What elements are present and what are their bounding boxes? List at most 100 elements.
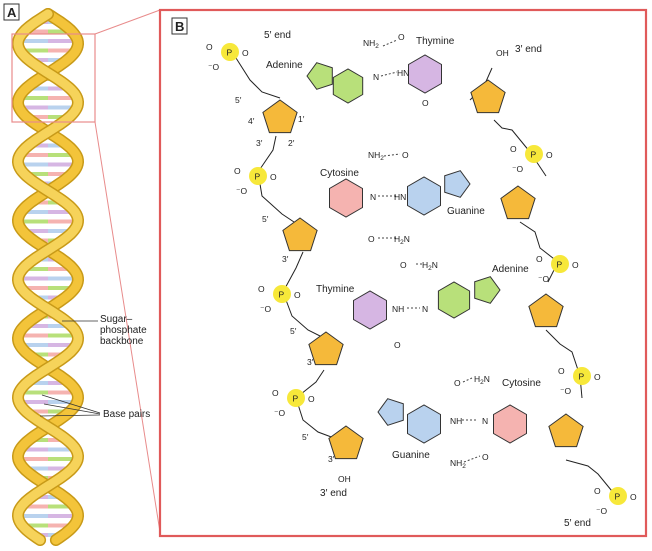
base-pair-rung-left <box>24 48 48 53</box>
backbone-label: Sugar– phosphate backbone <box>62 314 147 347</box>
atom-nh-g2: NH <box>450 416 462 426</box>
phosphate-1-oxygen-bridge: O <box>242 48 249 58</box>
base-label-cytosine-1: Cytosine <box>320 168 359 179</box>
base-pair-rung-right <box>48 343 73 347</box>
base-pair-rung-left <box>29 86 48 91</box>
carbon-3-prime: 3′ <box>256 138 263 148</box>
phosphate-2-symbol: P <box>255 172 261 182</box>
base-pair-rung-left <box>27 466 48 471</box>
phosphate-8-circle <box>609 487 627 505</box>
panel-a-label: A <box>7 5 17 20</box>
base-atom-labels: NH2 O N HN O NH2 O N HN O H2N O H2N NH N… <box>363 32 490 470</box>
base-pair-rung-right <box>48 96 74 100</box>
carbon-1-prime: 1′ <box>298 114 305 124</box>
base-pair-rung-right <box>48 172 68 176</box>
phosphate-7-symbol: P <box>579 372 585 382</box>
phosphate-7-circle <box>573 367 591 385</box>
base-pair-rung-left <box>32 58 48 62</box>
atom-nh-t2: NH <box>392 304 404 314</box>
base-pairs-leader-2 <box>43 403 101 415</box>
cytosine-1-ring <box>329 178 363 218</box>
base-pair-rung-left <box>27 29 48 34</box>
atom-h2n-c2: H2N <box>474 374 490 386</box>
base-pair-rung-left <box>22 96 48 100</box>
phosphate-8: PO⁻OO <box>594 486 637 516</box>
phosphate-6-circle <box>551 255 569 273</box>
base-pair-rung-left <box>32 143 48 148</box>
deoxyribose-sugar-7 <box>328 425 364 460</box>
panel-b-frame <box>158 8 648 538</box>
atom-n-a2: N <box>422 304 428 314</box>
base-pair-rung-left <box>25 210 48 214</box>
cytosine-2-ring <box>493 404 527 444</box>
phosphate-3-circle <box>273 285 291 303</box>
helix-strand-back-fill <box>13 9 83 545</box>
base-pair-rung-right <box>48 286 71 290</box>
base-pairs-leader-1 <box>41 394 101 414</box>
phosphate-2-circle <box>249 167 267 185</box>
base-pair-rung-left <box>26 523 48 528</box>
panel-a-double-helix <box>11 8 85 546</box>
phosphate-1-oxygen-minus: ⁻O <box>208 62 219 72</box>
base-pair-rung-right <box>48 457 74 461</box>
base-pair-rung-left <box>22 219 48 224</box>
base-pair-rung-left <box>34 295 48 300</box>
atom-o-t2b: O <box>394 340 401 350</box>
base-pair-rung-right <box>48 39 74 43</box>
atom-h2n-a2: H2N <box>422 260 438 272</box>
phosphate-2-oxygen-minus: ⁻O <box>236 186 247 196</box>
base-pair-rung-left <box>23 153 48 157</box>
phosphate-4-circle <box>287 389 305 407</box>
base-pair-rung-left <box>23 343 48 347</box>
pos-3-prime-4: 3′ <box>328 454 335 464</box>
phosphate-6-oxygen-bridge: O <box>572 260 579 270</box>
base-pair-rung-right <box>48 352 64 357</box>
deoxyribose-sugar-3 <box>282 217 318 252</box>
phosphate-7: PO⁻OO <box>558 366 601 396</box>
nucleotide-bases <box>306 54 527 444</box>
strand-end-bottom-right: 5′ end <box>564 518 591 529</box>
backbone-label-line-3: backbone <box>100 336 144 347</box>
phosphate-3-oxygen-minus: ⁻O <box>260 304 271 314</box>
hydroxyl-bottom: OH <box>338 474 351 484</box>
base-pair-rung-right <box>48 143 64 148</box>
phosphate-1-circle <box>221 43 239 61</box>
phosphate-4-oxygen-minus: ⁻O <box>274 408 285 418</box>
pos-5-prime-4: 5′ <box>302 432 309 442</box>
guanine-1-ring-6 <box>407 176 441 216</box>
phosphate-5-oxygen-minus: ⁻O <box>512 164 523 174</box>
thymine-2-ring <box>353 290 387 330</box>
atom-o-t2: O <box>400 260 407 270</box>
base-pair-rung-left <box>25 504 48 509</box>
base-pair-rung-right <box>48 115 66 119</box>
deoxyribose-sugars <box>262 79 584 460</box>
phosphate-1-oxygen-double: O <box>206 42 213 52</box>
guanine-1-ring-5 <box>444 170 471 198</box>
carbon-4-prime: 4′ <box>248 116 255 126</box>
pos-5-prime-3: 5′ <box>290 326 297 336</box>
deoxyribose-sugar-8 <box>548 413 584 448</box>
phosphate-3: PO⁻OO <box>258 284 301 314</box>
atom-o-t1b: O <box>422 98 429 108</box>
zoom-region-box <box>11 33 96 123</box>
base-pair-rung-right <box>48 523 70 528</box>
atom-o-c2: O <box>482 452 489 462</box>
phosphate-6-symbol: P <box>557 260 563 270</box>
adenine-1-ring-5 <box>306 62 333 90</box>
adenine-1-ring-6 <box>332 68 364 104</box>
phosphate-7-oxygen-minus: ⁻O <box>560 386 571 396</box>
base-pairs-leader-3 <box>39 414 101 417</box>
atom-h2n-g1: H2N <box>394 234 410 246</box>
base-pair-rung-left <box>32 352 48 357</box>
pos-3-prime-3: 3′ <box>307 357 314 367</box>
base-pair-rung-right <box>48 324 68 328</box>
base-pair-rung-right <box>48 267 70 271</box>
base-pair-rung-right <box>48 276 74 281</box>
base-pair-rung-right <box>48 390 73 395</box>
atom-n-a1: N <box>373 72 379 82</box>
base-pair-rung-right <box>48 58 64 62</box>
base-pair-rung-right <box>48 514 74 518</box>
phosphate-8-oxygen-minus: ⁻O <box>596 506 607 516</box>
pos-5-prime-2: 5′ <box>262 214 269 224</box>
